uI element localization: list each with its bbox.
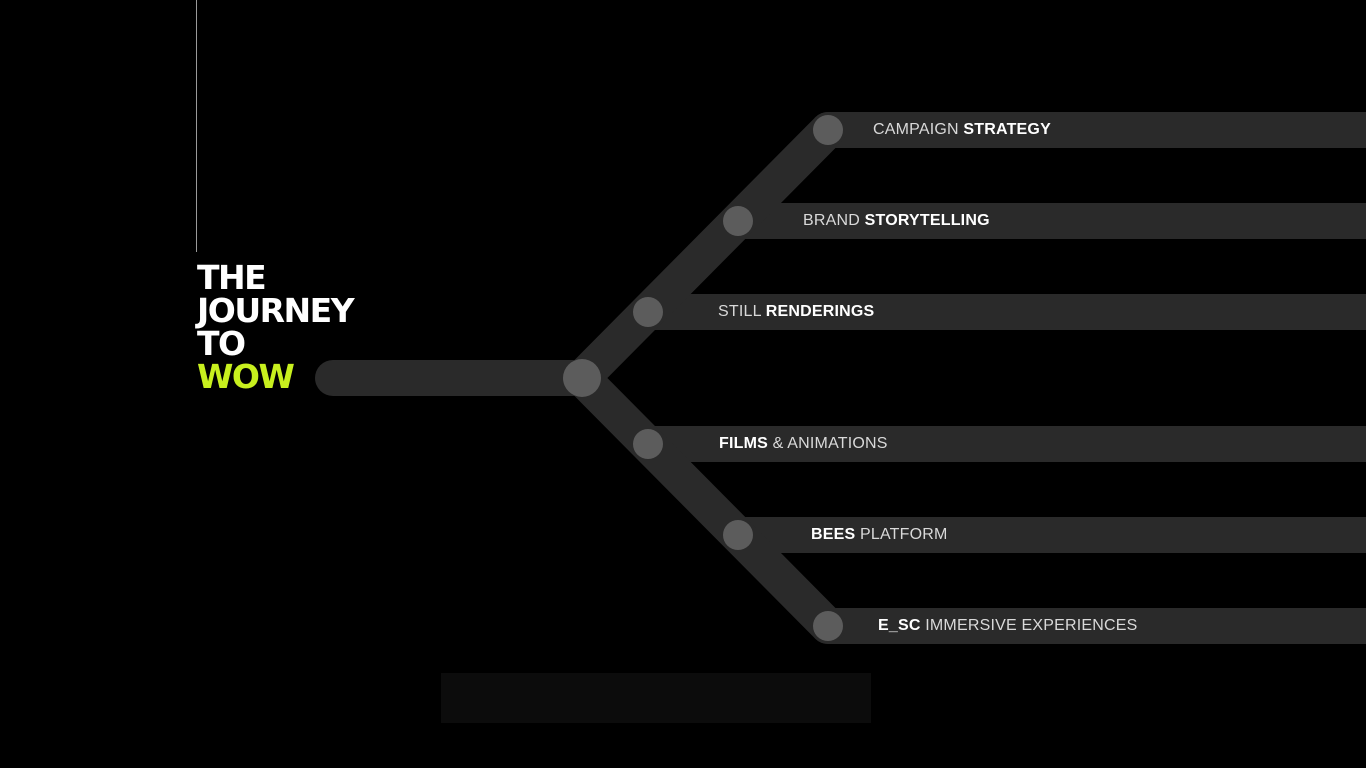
bottom-panel <box>441 673 871 723</box>
branch-node-5[interactable] <box>723 520 753 550</box>
brand-title-accent-wow: WOW <box>197 357 295 396</box>
service-label-bold: BEES <box>811 526 856 543</box>
service-item-bees-platform[interactable]: BEES PLATFORM <box>811 526 948 544</box>
service-item-esc-immersive-experiences[interactable]: E_SC IMMERSIVE EXPERIENCES <box>878 617 1138 635</box>
service-label-bold: STORYTELLING <box>864 212 990 229</box>
branch-tracks <box>315 112 1366 644</box>
service-label-regular: STILL <box>718 303 766 320</box>
service-label-regular: PLATFORM <box>855 526 948 543</box>
branch-node-1[interactable] <box>813 115 843 145</box>
branch-nodes <box>563 115 843 641</box>
brand-title-line-3: TO <box>197 324 246 363</box>
branch-node-6[interactable] <box>813 611 843 641</box>
branch-node-4[interactable] <box>633 429 663 459</box>
upper-diagonal-track <box>564 112 846 396</box>
service-item-campaign-strategy[interactable]: CAMPAIGN STRATEGY <box>873 121 1051 139</box>
service-label-bold: RENDERINGS <box>765 303 875 320</box>
service-item-films-animations[interactable]: FILMS & ANIMATIONS <box>719 435 888 453</box>
hub-node[interactable] <box>563 359 601 397</box>
service-item-still-renderings[interactable]: STILL RENDERINGS <box>718 303 874 321</box>
vertical-divider-line <box>196 0 197 252</box>
service-label-regular: & ANIMATIONS <box>768 435 888 452</box>
brand-title-line-2: JOURNEY <box>197 291 355 330</box>
lower-diagonal-track <box>564 360 846 644</box>
service-label-regular: IMMERSIVE EXPERIENCES <box>920 617 1138 634</box>
branch-node-2[interactable] <box>723 206 753 236</box>
service-label-bold: STRATEGY <box>963 121 1051 138</box>
branch-node-3[interactable] <box>633 297 663 327</box>
service-item-brand-storytelling[interactable]: BRAND STORYTELLING <box>803 212 990 230</box>
brand-title-line-1: THE <box>197 258 267 297</box>
service-label-bold: FILMS <box>719 435 768 452</box>
brand-title: THE JOURNEY TO WOW <box>197 258 355 396</box>
service-label-regular: CAMPAIGN <box>873 121 964 138</box>
service-label-regular: BRAND <box>803 212 865 229</box>
service-label-bold: E_SC <box>878 617 921 634</box>
